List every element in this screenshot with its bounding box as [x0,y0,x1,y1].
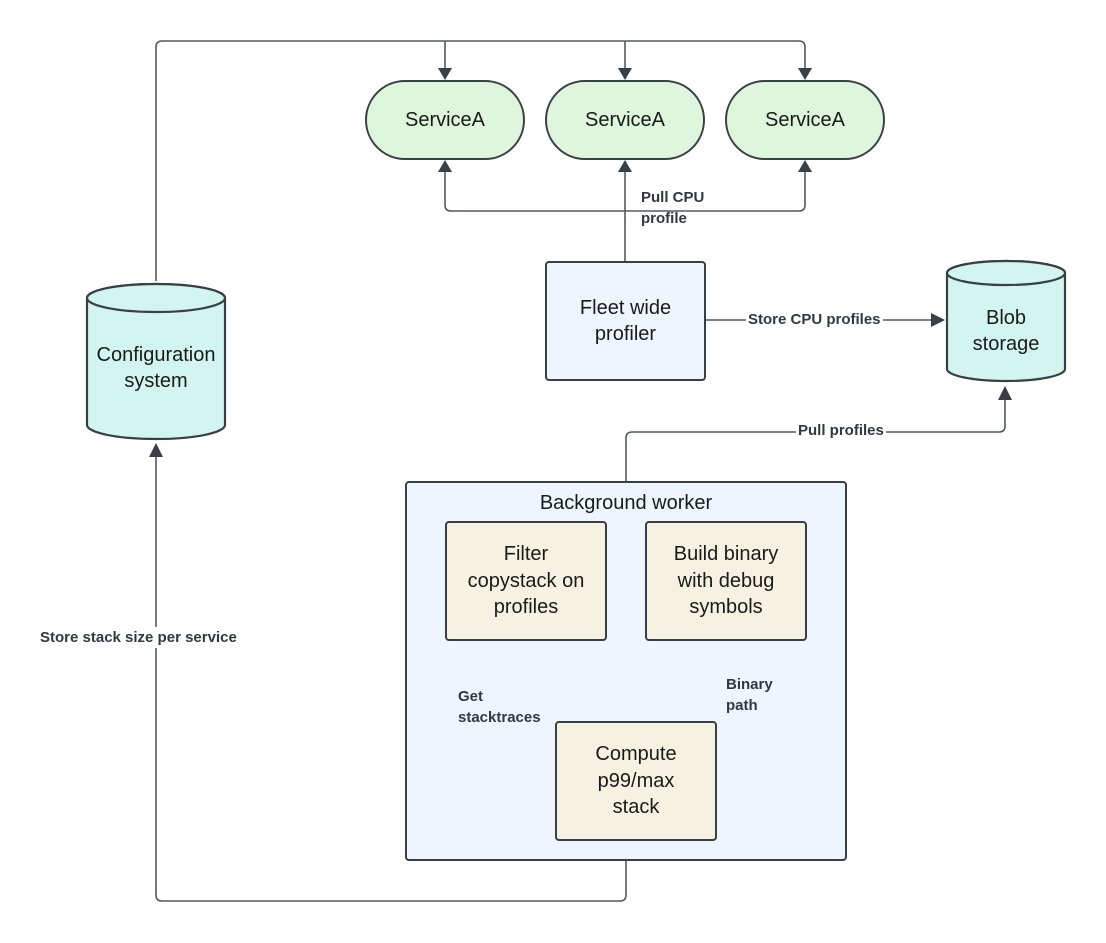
edge-label-store-cpu: Store CPU profiles [746,309,883,330]
filter-task-node[interactable]: Filter copystack on profiles [445,521,607,641]
blob-storage-cylinder [945,259,1067,383]
edge-worker-to-config [155,456,627,902]
edge-label-get-stacktraces: Get stacktraces [458,688,541,726]
compute-task-label: Compute p99/max stack [595,743,677,819]
arrow-head [438,68,452,80]
arrow-head [149,443,163,457]
build-task-label: Build binary with debug symbols [673,543,779,619]
edge-label-pull-profiles: Pull profiles [796,420,886,441]
blob-storage-label: Blob storage [972,306,1040,355]
config-system-node[interactable]: Configuration system [87,318,225,418]
service-node-2[interactable]: ServiceA [545,80,705,160]
edge-label-store-stack: Store stack size per service [38,627,239,648]
config-system-label: Configuration system [96,343,216,392]
edge-label-binary-path: Binary path [726,676,773,714]
arrow-head [618,68,632,80]
arrow-head [931,313,945,327]
arrow-head [438,160,452,172]
background-worker-title: Background worker [539,492,713,514]
edge-label-pull-cpu: Pull CPU profile [641,189,705,227]
arrow-head [998,386,1012,400]
filter-task-label: Filter copystack on profiles [467,543,585,619]
fleet-profiler-label: Fleet wide profiler [579,296,672,345]
edge-profiler-to-services [444,170,806,261]
service-node-1-label: ServiceA [404,108,486,131]
service-node-1[interactable]: ServiceA [365,80,525,160]
blob-storage-node[interactable]: Blob storage [947,289,1065,373]
service-node-3[interactable]: ServiceA [725,80,885,160]
config-system-cylinder [85,282,227,441]
edge-config-to-services [155,40,806,281]
arrow-head [798,160,812,172]
arrow-head [798,68,812,80]
service-node-2-label: ServiceA [584,108,666,131]
build-task-node[interactable]: Build binary with debug symbols [645,521,807,641]
arrow-head [618,160,632,172]
compute-task-node[interactable]: Compute p99/max stack [555,721,717,841]
fleet-profiler-node[interactable]: Fleet wide profiler [545,261,706,381]
service-node-3-label: ServiceA [764,108,846,131]
